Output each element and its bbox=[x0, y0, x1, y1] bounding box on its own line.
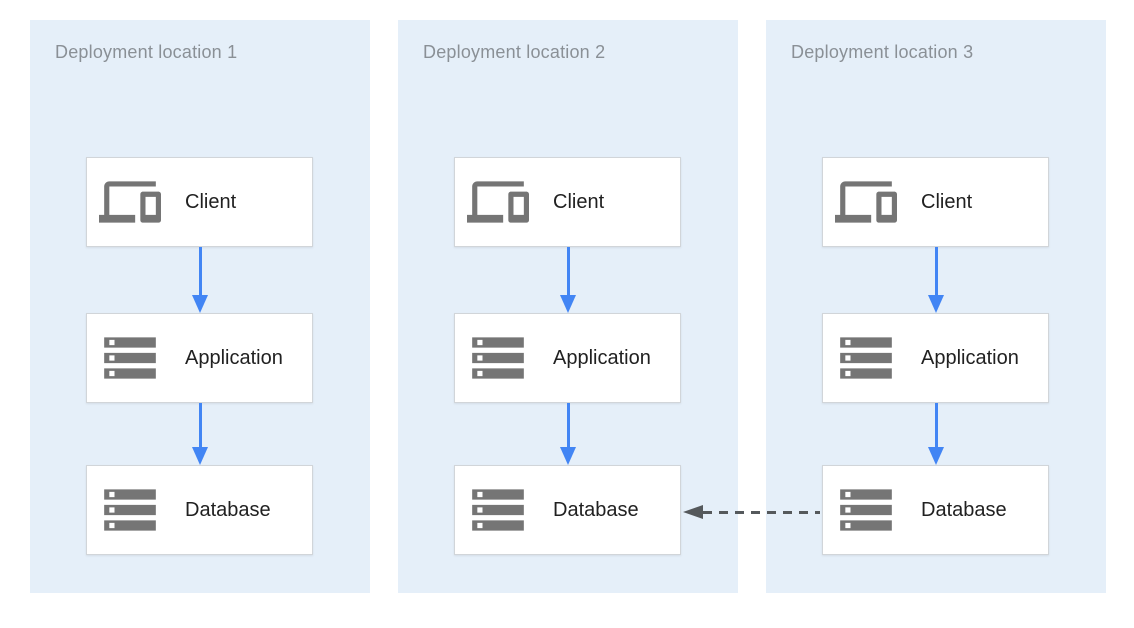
arrow-down-icon bbox=[928, 295, 944, 313]
arrow-line bbox=[934, 403, 938, 447]
node-label: Database bbox=[553, 498, 639, 521]
dashed-line bbox=[703, 510, 820, 514]
devices-icon bbox=[99, 171, 161, 233]
devices-icon bbox=[467, 171, 529, 233]
arrow-application-to-database bbox=[928, 403, 944, 465]
application-node: Application bbox=[454, 313, 681, 403]
arrow-line bbox=[934, 247, 938, 295]
arrow-line bbox=[198, 403, 202, 447]
client-node: Client bbox=[86, 157, 313, 247]
arrow-line bbox=[566, 247, 570, 295]
node-label: Client bbox=[185, 190, 237, 213]
arrow-client-to-application bbox=[192, 247, 208, 313]
storage-icon bbox=[467, 327, 529, 389]
panel-title: Deployment location 3 bbox=[791, 42, 974, 62]
arrow-line bbox=[566, 403, 570, 447]
node-label: Application bbox=[185, 346, 283, 369]
arrow-down-icon bbox=[192, 447, 208, 465]
arrow-application-to-database bbox=[560, 403, 576, 465]
arrow-down-icon bbox=[560, 295, 576, 313]
node-label: Client bbox=[553, 190, 605, 213]
database-node: Database bbox=[822, 465, 1049, 555]
node-label: Database bbox=[921, 498, 1007, 521]
deployment-location-3-panel: Deployment location 3 Client Application bbox=[766, 20, 1106, 593]
database-node: Database bbox=[454, 465, 681, 555]
panel-title: Deployment location 2 bbox=[423, 42, 606, 62]
devices-icon bbox=[835, 171, 897, 233]
client-node: Client bbox=[822, 157, 1049, 247]
dashed-arrow-database3-to-database2 bbox=[683, 505, 820, 519]
database-node: Database bbox=[86, 465, 313, 555]
application-node: Application bbox=[86, 313, 313, 403]
arrow-client-to-application bbox=[560, 247, 576, 313]
arrow-application-to-database bbox=[192, 403, 208, 465]
node-label: Database bbox=[185, 498, 271, 521]
arrow-line bbox=[198, 247, 202, 295]
client-node: Client bbox=[454, 157, 681, 247]
arrow-down-icon bbox=[192, 295, 208, 313]
deployment-location-2-panel: Deployment location 2 Client Application bbox=[398, 20, 738, 593]
storage-icon bbox=[99, 479, 161, 541]
node-label: Client bbox=[921, 190, 973, 213]
storage-icon bbox=[467, 479, 529, 541]
deployment-location-1-panel: Deployment location 1 Client Application bbox=[30, 20, 370, 593]
arrow-left-icon bbox=[683, 505, 703, 519]
storage-icon bbox=[99, 327, 161, 389]
arrow-down-icon bbox=[560, 447, 576, 465]
node-label: Application bbox=[921, 346, 1019, 369]
arrow-client-to-application bbox=[928, 247, 944, 313]
storage-icon bbox=[835, 479, 897, 541]
application-node: Application bbox=[822, 313, 1049, 403]
node-label: Application bbox=[553, 346, 651, 369]
arrow-down-icon bbox=[928, 447, 944, 465]
storage-icon bbox=[835, 327, 897, 389]
panel-title: Deployment location 1 bbox=[55, 42, 238, 62]
